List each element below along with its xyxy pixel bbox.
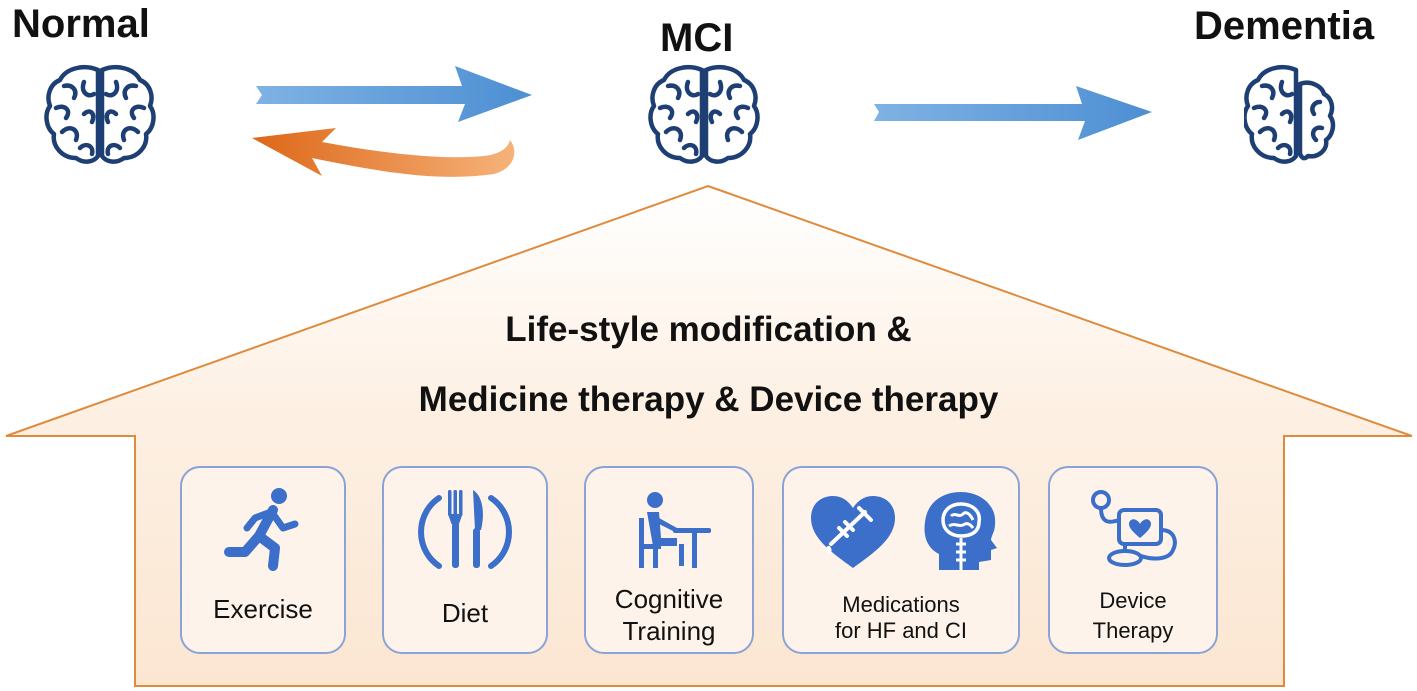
intervention-card-medications: Medications for HF and CI — [782, 466, 1020, 654]
fork-knife-plate-icon — [384, 482, 546, 578]
intervention-label: Exercise — [213, 594, 313, 624]
brain-mci-icon — [648, 65, 760, 164]
intervention-label-line1: Device — [1099, 588, 1167, 613]
intervention-label-line1: Medications — [842, 592, 960, 617]
head-brain-icon — [924, 492, 997, 570]
heart-syringe-and-head-brain-icon — [784, 482, 1018, 578]
intervention-card-device-therapy: Device Therapy — [1048, 466, 1218, 654]
intervention-label-line2: Training — [622, 616, 716, 646]
running-person-icon — [182, 482, 344, 578]
stage-label-mci: MCI — [660, 16, 734, 60]
intervention-label-line1: Cognitive — [614, 584, 724, 614]
heart-monitor-device-icon — [1050, 482, 1216, 578]
headline-line-1: Life-style modification & — [505, 310, 912, 349]
stage-label-dementia: Dementia — [1194, 4, 1375, 48]
intervention-card-cognitive-training: Cognitive Training — [584, 466, 754, 654]
intervention-label-line2: Therapy — [1092, 618, 1174, 643]
heart-syringe-icon — [811, 496, 895, 568]
brain-dementia-icon — [1244, 65, 1336, 164]
brain-normal-icon — [44, 65, 156, 164]
intervention-card-exercise: Exercise — [180, 466, 346, 654]
intervention-card-diet: Diet — [382, 466, 548, 654]
person-at-desk-icon — [586, 482, 752, 578]
headline-line-2: Medicine therapy & Device therapy — [418, 380, 999, 419]
stage-label-normal: Normal — [12, 2, 150, 46]
intervention-label-line2: for HF and CI — [834, 618, 968, 643]
intervention-label: Diet — [441, 598, 489, 628]
